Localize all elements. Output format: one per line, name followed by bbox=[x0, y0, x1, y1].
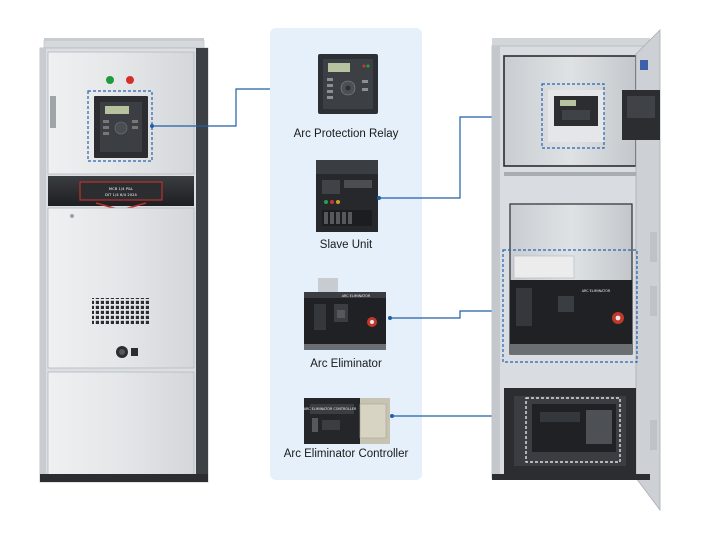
nameplate bbox=[79, 181, 163, 201]
connector-arc-eliminator bbox=[390, 310, 506, 319]
nameplate-line-1: MCB 1/4 P&L bbox=[109, 187, 133, 191]
slave-unit-device bbox=[316, 160, 378, 232]
ventilation-grille bbox=[92, 298, 150, 324]
closed-switchgear-cabinet: MCB 1/4 P&L DIT 1/4 6/4 2024 bbox=[39, 38, 209, 483]
controller-callout-box bbox=[525, 397, 621, 463]
green-indicator-lamp bbox=[106, 76, 114, 84]
installed-eliminator-text: ARC ELIMINATOR bbox=[582, 289, 611, 293]
arc-eliminator-callout-box bbox=[502, 249, 638, 363]
open-switchgear-cabinet: ARC ELIMINATOR bbox=[491, 29, 661, 512]
label-arc-protection-relay: Arc Protection Relay bbox=[293, 128, 399, 140]
red-indicator-lamp bbox=[126, 76, 134, 84]
nameplate-line-2: DIT 1/4 6/4 2024 bbox=[105, 193, 137, 197]
arc-eliminator-controller-device: ARC ELIMINATOR CONTROLLER bbox=[304, 398, 390, 444]
label-arc-eliminator: Arc Eliminator bbox=[310, 358, 382, 370]
controller-brand-text: ARC ELIMINATOR CONTROLLER bbox=[304, 407, 357, 411]
component-panel bbox=[270, 28, 422, 480]
label-slave-unit: Slave Unit bbox=[319, 239, 373, 251]
arc-eliminator-device: ARC ELIMINATOR bbox=[304, 278, 386, 350]
label-arc-eliminator-controller: Arc Eliminator Controller bbox=[283, 448, 409, 460]
arc-protection-relay-device bbox=[318, 54, 378, 114]
slave-unit-callout-box bbox=[541, 83, 605, 149]
relay-callout-box bbox=[87, 90, 153, 162]
eliminator-brand-text: ARC ELIMINATOR bbox=[342, 294, 371, 298]
